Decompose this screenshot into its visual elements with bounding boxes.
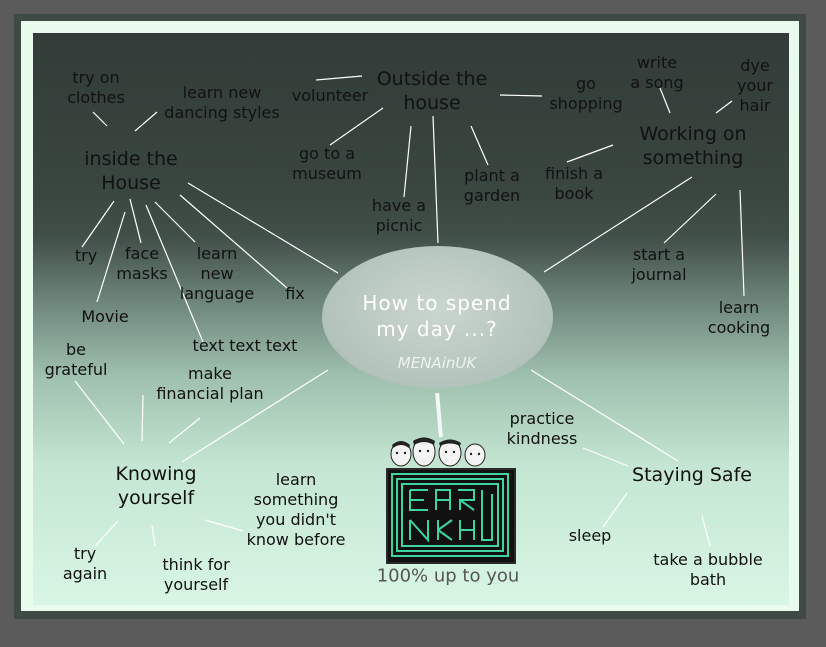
node-movie: Movie — [81, 307, 129, 326]
node-think-for-yourself: think for yourself — [162, 555, 230, 594]
connector-line — [154, 201, 196, 243]
connector-line — [530, 369, 679, 462]
maze-logo-graphic — [391, 473, 509, 557]
branch-staying-safe: Staying Safe — [632, 464, 752, 486]
node-try-on-clothes: try on clothes — [67, 68, 125, 107]
connector-line — [499, 94, 543, 97]
center-bubble — [322, 246, 553, 388]
connector-line — [94, 520, 119, 547]
connector-line — [134, 111, 158, 132]
connector-line — [315, 75, 363, 81]
connector-line — [566, 144, 614, 163]
branch-inside-house: inside the House — [84, 148, 178, 194]
connector-line — [179, 194, 288, 289]
connector-line — [701, 515, 711, 547]
node-learn-language: learn new language — [179, 244, 255, 303]
connector-line — [181, 369, 329, 463]
connector-line — [602, 492, 628, 528]
connector-line — [129, 198, 142, 244]
node-financial-plan: make financial plan — [156, 364, 264, 403]
connector-line — [96, 211, 126, 303]
connector-line — [74, 380, 125, 445]
faces-illustration-icon — [390, 437, 486, 467]
node-try: try — [74, 246, 98, 265]
node-dancing-styles: learn new dancing styles — [164, 83, 280, 122]
node-write-song: write a song — [630, 53, 684, 92]
connector-line — [151, 525, 156, 547]
node-finish-book: finish a book — [544, 164, 604, 203]
connector-line — [141, 394, 144, 442]
connector-line — [659, 87, 671, 114]
node-start-journal: start a journal — [631, 245, 687, 284]
node-go-shopping: go shopping — [549, 74, 623, 113]
maze-logo-icon — [386, 468, 516, 564]
connector-line — [543, 176, 693, 273]
node-practice-kindness: practice kindness — [506, 409, 578, 448]
connector-line — [663, 193, 717, 244]
branch-outside-house: Outside the house — [376, 68, 488, 114]
tagline: 100% up to you — [376, 565, 520, 587]
connector-line — [204, 519, 244, 532]
center-title: How to spend my day ...? — [362, 291, 512, 341]
connector-line — [432, 115, 439, 244]
connector-line — [329, 107, 384, 146]
branch-working-on-something: Working on something — [639, 123, 747, 169]
node-museum: go to a museum — [292, 144, 362, 183]
connector-line — [168, 417, 201, 444]
connector-line — [187, 182, 339, 274]
node-fix: fix — [285, 284, 305, 303]
node-face-masks: face masks — [116, 244, 168, 283]
connector-line — [470, 125, 489, 166]
center-credit: MENAinUK — [397, 354, 477, 372]
node-try-again: try again — [62, 544, 108, 583]
connector-line — [582, 447, 629, 467]
connector-line — [81, 200, 115, 248]
node-bubble-bath: take a bubble bath — [653, 550, 763, 589]
connector-line — [715, 100, 733, 114]
connector-line — [403, 125, 412, 198]
node-learn-something: learn something you didn't know before — [246, 470, 346, 549]
node-be-grateful: be grateful — [44, 340, 108, 379]
node-volunteer: volunteer — [291, 86, 369, 105]
node-dye-hair: dye your hair — [737, 56, 773, 115]
node-sleep: sleep — [568, 526, 612, 545]
connector-line — [145, 204, 204, 343]
node-picnic: have a picnic — [371, 196, 427, 235]
connector-line — [739, 189, 745, 297]
connector-line — [92, 111, 108, 127]
node-learn-cooking: learn cooking — [707, 298, 771, 337]
branch-knowing-yourself: Knowing yourself — [115, 463, 197, 509]
node-garden: plant a garden — [463, 166, 521, 205]
node-text: text text text — [192, 336, 298, 355]
